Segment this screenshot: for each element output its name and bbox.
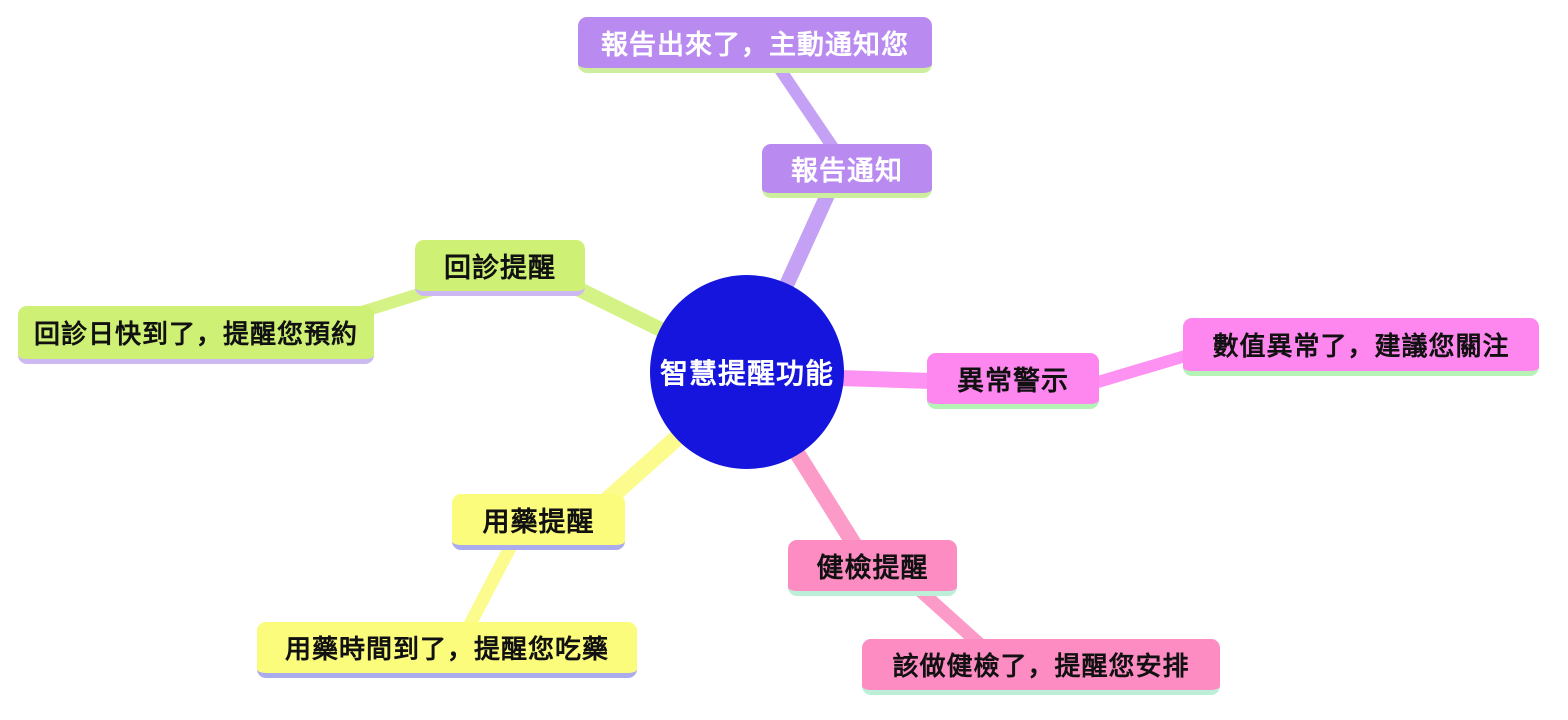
node-medication: 用藥提醒 [452, 494, 625, 550]
link-report-to-detail [770, 58, 841, 156]
node-checkup: 健檢提醒 [788, 540, 957, 596]
node-revisit: 回診提醒 [415, 240, 585, 296]
root-node: 智慧提醒功能 [650, 275, 844, 469]
node-alert-detail: 數值異常了，建議您關注 [1183, 318, 1539, 376]
node-revisit-detail: 回診日快到了，提醒您預約 [18, 306, 374, 364]
node-report: 報告通知 [762, 144, 932, 198]
link-medication-to-detail [462, 538, 519, 632]
node-medication-detail: 用藥時間到了，提醒您吃藥 [257, 622, 637, 678]
node-checkup-detail: 該做健檢了，提醒您安排 [862, 639, 1220, 695]
node-alert: 異常警示 [927, 353, 1099, 409]
link-checkup-to-detail [910, 581, 989, 653]
node-report-detail: 報告出來了，主動通知您 [578, 17, 932, 73]
